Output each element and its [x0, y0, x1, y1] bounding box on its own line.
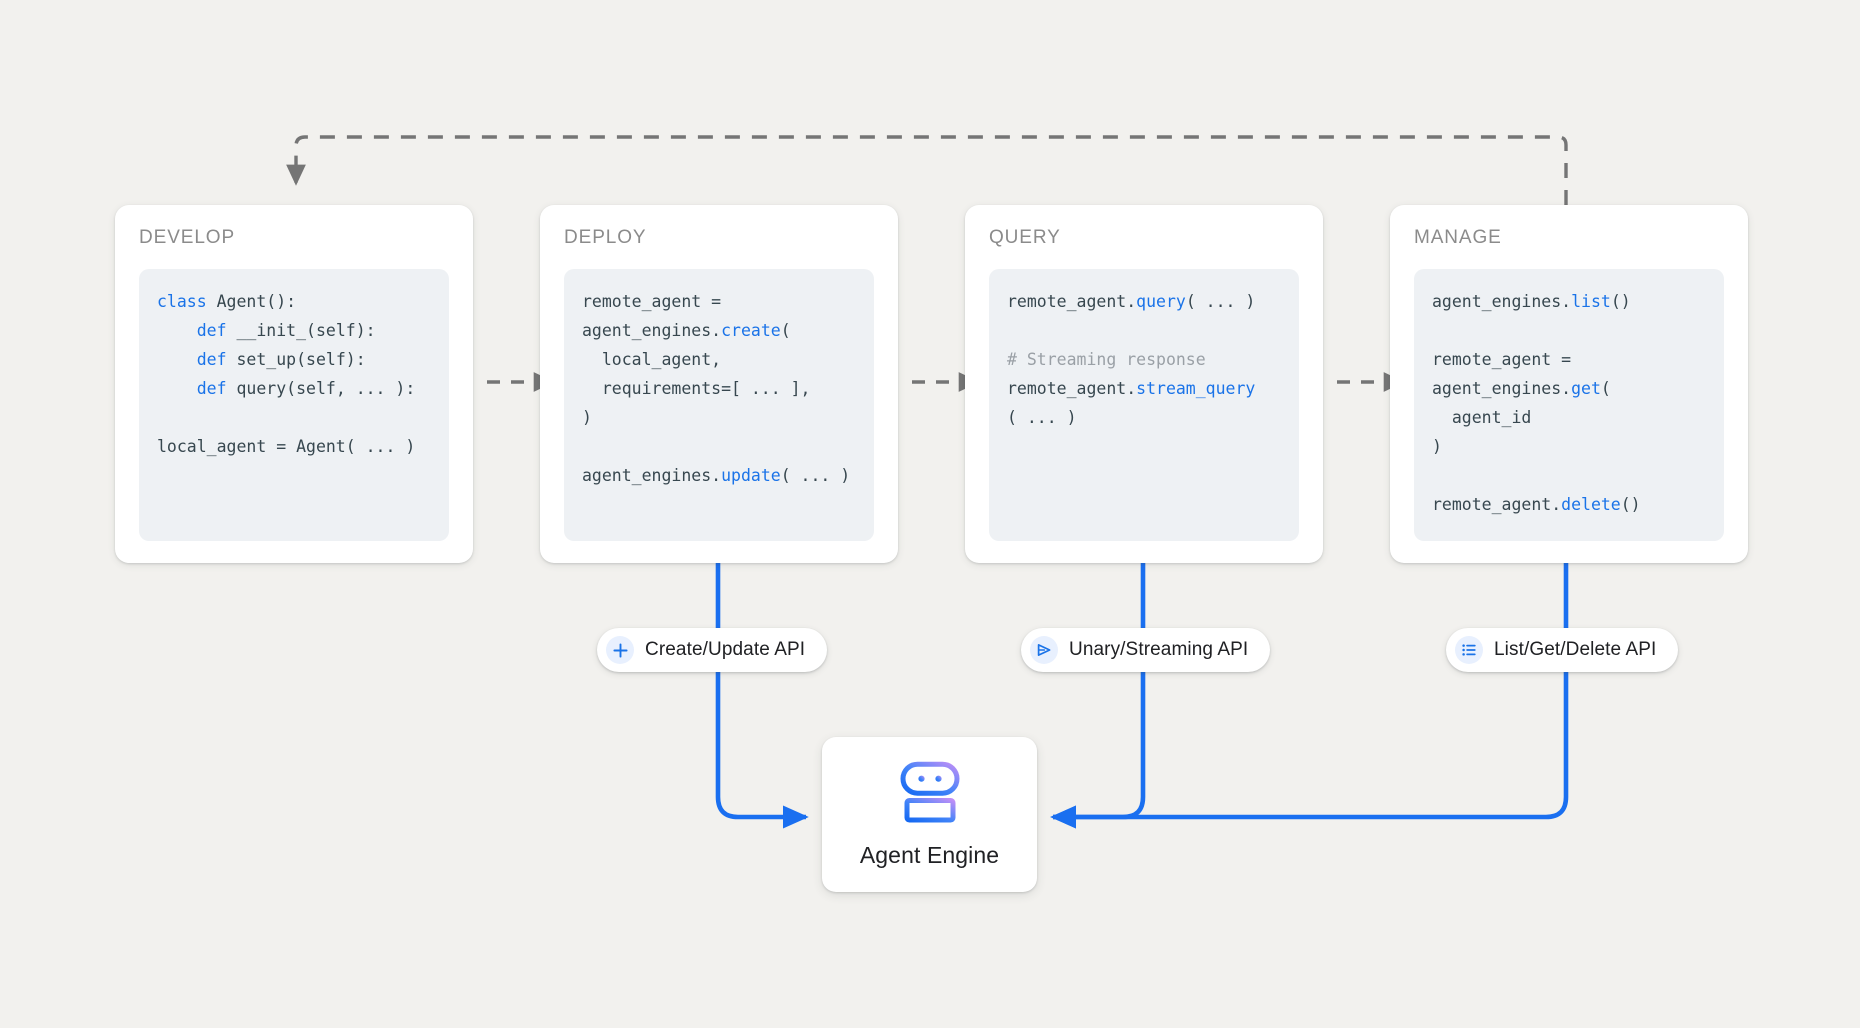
code-block-deploy: remote_agent = agent_engines.create( loc… [564, 269, 874, 541]
link-deploy-to-agent-engine [715, 563, 809, 829]
api-pill-list-get-delete[interactable]: List/Get/Delete API [1446, 628, 1679, 672]
api-pill-label: Unary/Streaming API [1069, 639, 1249, 660]
stage-card-manage[interactable]: MANAGE agent_engines.list() remote_agent… [1390, 205, 1748, 563]
feedback-loop-arrow [286, 135, 1568, 205]
send-triangle-icon [1030, 636, 1058, 664]
stage-title-query: QUERY [989, 227, 1061, 248]
agent-engine-label: Agent Engine [859, 841, 1000, 868]
stage-title-develop: DEVELOP [139, 227, 236, 248]
link-manage-to-agent-engine [1050, 563, 1569, 829]
stage-card-deploy[interactable]: DEPLOY remote_agent = agent_engines.crea… [540, 205, 898, 563]
plus-icon [606, 636, 634, 664]
api-pill-label: List/Get/Delete API [1494, 639, 1657, 660]
api-pill-label: Create/Update API [645, 639, 806, 660]
code-block-query: remote_agent.query( ... ) # Streaming re… [989, 269, 1299, 541]
code-block-develop: class Agent(): def __init_(self): def se… [139, 269, 449, 541]
link-query-to-agent-engine [1050, 563, 1146, 829]
robot-icon [897, 761, 963, 828]
api-pill-unary-streaming[interactable]: Unary/Streaming API [1021, 628, 1271, 672]
code-block-manage: agent_engines.list() remote_agent = agen… [1414, 269, 1724, 541]
stage-title-deploy: DEPLOY [564, 227, 647, 248]
stage-card-query[interactable]: QUERY remote_agent.query( ... ) # Stream… [965, 205, 1323, 563]
agent-engine-card[interactable]: Agent Engine [822, 737, 1037, 892]
api-pill-create-update[interactable]: Create/Update API [597, 628, 828, 672]
list-bullets-icon [1455, 636, 1483, 664]
stage-title-manage: MANAGE [1414, 227, 1502, 248]
stage-card-develop[interactable]: DEVELOP class Agent(): def __init_(self)… [115, 205, 473, 563]
